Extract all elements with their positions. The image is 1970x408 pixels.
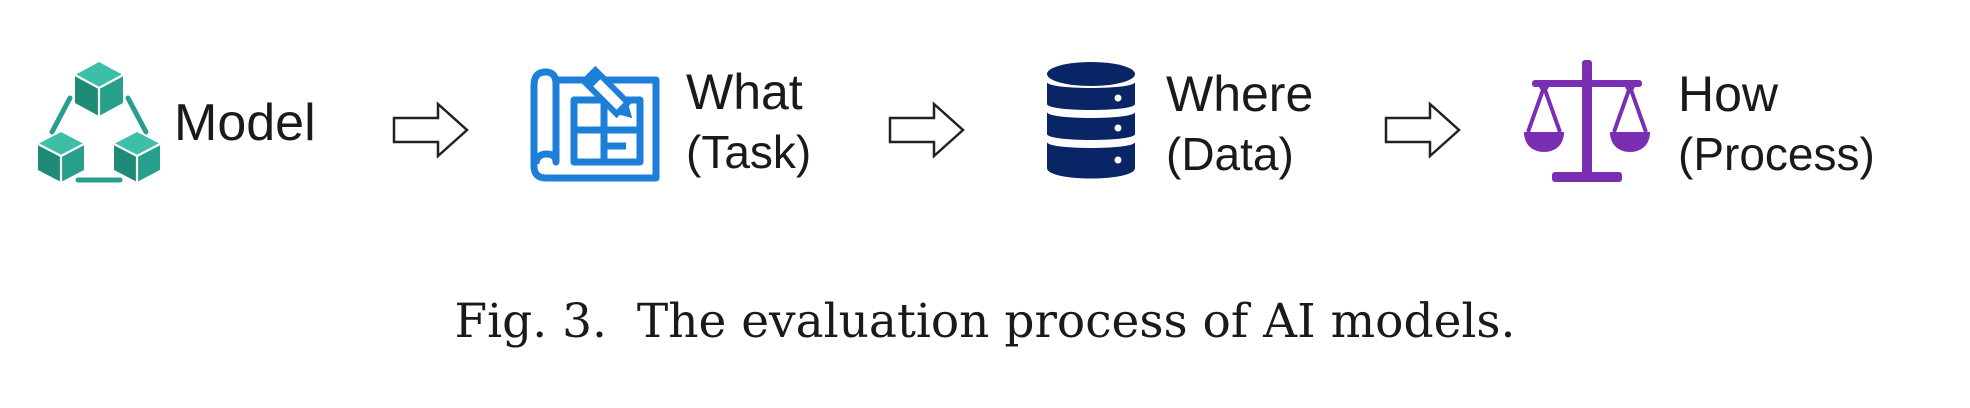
step-title-how: How <box>1678 66 1779 122</box>
step-label-model: Model <box>174 94 316 152</box>
step-label-how: How (Process) <box>1678 63 1875 183</box>
hollow-right-arrow-icon <box>888 101 965 159</box>
step-model: Model <box>34 58 316 188</box>
balance-scale-icon <box>1524 60 1650 182</box>
step-where: Where (Data) <box>1044 60 1313 186</box>
caption-text: The evaluation process of AI models. <box>636 294 1516 349</box>
hollow-right-arrow-icon <box>392 101 469 159</box>
step-label-where: Where (Data) <box>1166 63 1313 183</box>
step-subtitle-data: (Data) <box>1166 128 1294 180</box>
step-subtitle-process: (Process) <box>1678 128 1875 180</box>
figure-caption: Fig. 3. The evaluation process of AI mod… <box>0 294 1970 349</box>
step-title-where: Where <box>1166 66 1314 122</box>
step-subtitle-task: (Task) <box>686 126 812 178</box>
figure-number: Fig. 3. <box>454 294 607 349</box>
step-how: How (Process) <box>1524 58 1875 188</box>
step-label-what: What (Task) <box>686 61 811 181</box>
step-title-what: What <box>686 64 803 120</box>
step-what: What (Task) <box>530 60 811 182</box>
database-icon <box>1047 62 1135 179</box>
connected-cubes-icon <box>37 62 161 183</box>
hollow-right-arrow-icon <box>1384 101 1461 159</box>
blueprint-icon <box>530 65 660 182</box>
